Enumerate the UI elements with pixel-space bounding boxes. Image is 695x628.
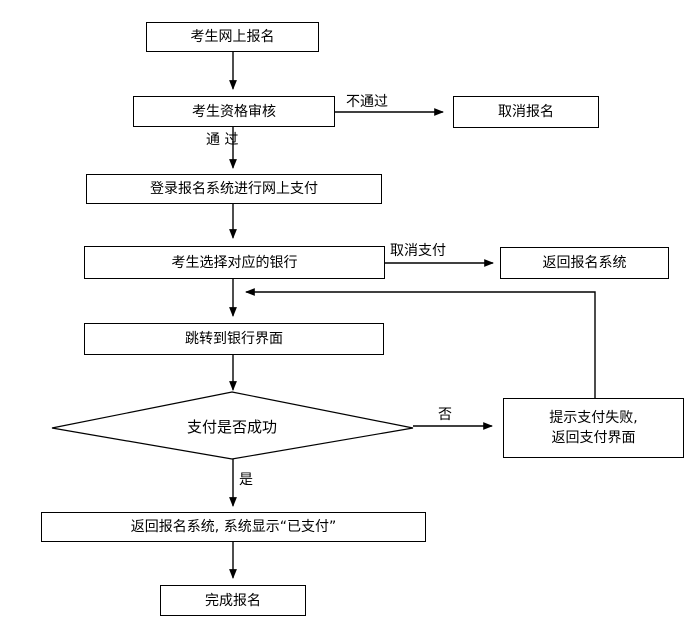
decision-label: 支付是否成功 bbox=[162, 417, 302, 437]
edge-label-passed: 通 过 bbox=[206, 132, 239, 148]
node-cancel-registration: 取消报名 bbox=[453, 96, 599, 128]
node-payment-failed: 提示支付失败, 返回支付界面 bbox=[503, 398, 684, 458]
node-label-line1: 提示支付失败, bbox=[549, 410, 638, 426]
node-choose-bank: 考生选择对应的银行 bbox=[84, 246, 385, 279]
decision-diamond bbox=[51, 391, 414, 460]
node-label: 登录报名系统进行网上支付 bbox=[150, 181, 318, 197]
node-qualification-review: 考生资格审核 bbox=[133, 96, 335, 127]
node-label: 跳转到银行界面 bbox=[185, 331, 283, 347]
node-label: 考生网上报名 bbox=[190, 29, 275, 45]
edge-label-no: 否 bbox=[438, 407, 452, 423]
node-label: 完成报名 bbox=[205, 592, 261, 609]
node-back-paid: 返回报名系统, 系统显示“已支付” bbox=[41, 512, 426, 542]
node-label: 返回报名系统, 系统显示“已支付” bbox=[130, 519, 337, 535]
node-back-to-system: 返回报名系统 bbox=[500, 247, 669, 279]
node-label: 取消报名 bbox=[498, 104, 554, 120]
node-complete: 完成报名 bbox=[160, 585, 306, 616]
node-jump-to-bank: 跳转到银行界面 bbox=[84, 323, 384, 355]
node-online-register: 考生网上报名 bbox=[146, 22, 319, 52]
node-label: 返回报名系统 bbox=[542, 255, 627, 271]
node-label: 考生资格审核 bbox=[192, 103, 276, 120]
decision-text: 支付是否成功 bbox=[186, 418, 277, 436]
edge-label-not-passed: 不通过 bbox=[346, 94, 388, 110]
edge-label-yes: 是 bbox=[239, 472, 253, 488]
node-label-line2: 返回支付界面 bbox=[551, 430, 636, 446]
node-label: 考生选择对应的银行 bbox=[171, 254, 298, 271]
node-login-pay: 登录报名系统进行网上支付 bbox=[86, 174, 382, 204]
edge-label-cancel-payment: 取消支付 bbox=[390, 243, 446, 259]
arrow-fail-loop-back bbox=[245, 288, 596, 398]
